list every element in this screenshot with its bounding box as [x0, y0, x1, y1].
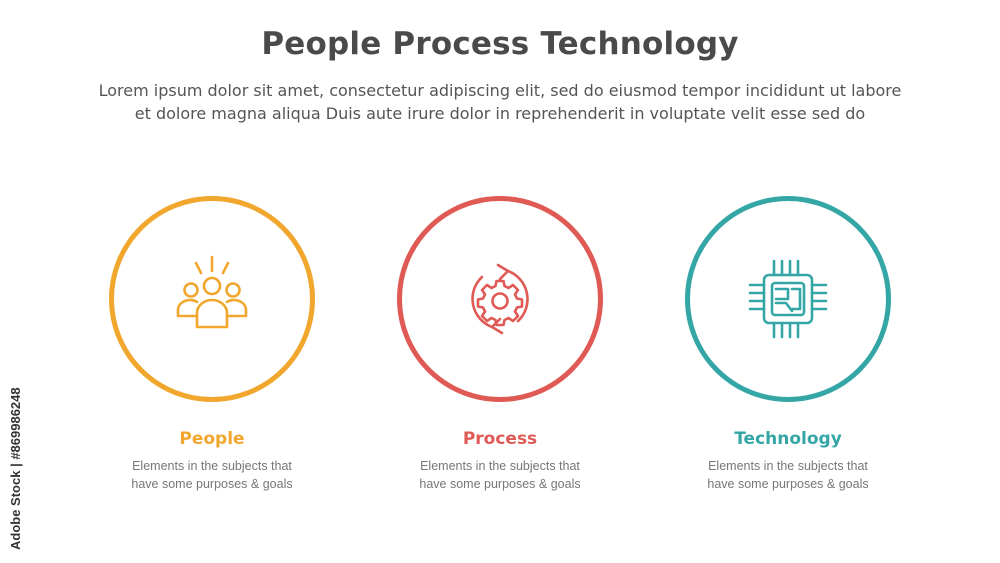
page-title: People Process Technology: [261, 26, 739, 62]
process-label: Process: [462, 429, 538, 449]
stock-watermark: Adobe Stock | #869986248: [6, 320, 28, 550]
process-ring: [397, 196, 603, 402]
card-people: People Elements in the subjects that hav…: [102, 196, 322, 493]
watermark-text: Adobe Stock | #869986248: [8, 387, 23, 550]
people-desc-line-2: have some purposes & goals: [131, 477, 293, 491]
subtitle-line-1: Lorem ipsum dolor sit amet, consectetur …: [98, 81, 902, 100]
people-group-icon: [176, 255, 248, 329]
card-process: Process Elements in the subjects that ha…: [390, 196, 610, 493]
people-ring: [109, 196, 315, 402]
subtitle-line-2: et dolore magna aliqua Duis aute irure d…: [134, 104, 866, 123]
technology-desc-line-1: Elements in the subjects that: [708, 459, 868, 473]
technology-desc-line-2: have some purposes & goals: [707, 477, 869, 491]
card-technology: Technology Elements in the subjects that…: [678, 196, 898, 493]
people-label: People: [179, 429, 245, 449]
technology-label: Technology: [734, 429, 842, 449]
process-desc-line-1: Elements in the subjects that: [420, 459, 580, 473]
process-description: Elements in the subjects that have some …: [390, 457, 610, 493]
subtitle: Lorem ipsum dolor sit amet, consectetur …: [50, 79, 950, 125]
people-description: Elements in the subjects that have some …: [102, 457, 322, 493]
technology-description: Elements in the subjects that have some …: [678, 457, 898, 493]
gear-cycle-icon: [471, 263, 529, 335]
technology-ring: [685, 196, 891, 402]
process-desc-line-2: have some purposes & goals: [419, 477, 581, 491]
people-desc-line-1: Elements in the subjects that: [132, 459, 292, 473]
chip-icon: [748, 259, 828, 339]
